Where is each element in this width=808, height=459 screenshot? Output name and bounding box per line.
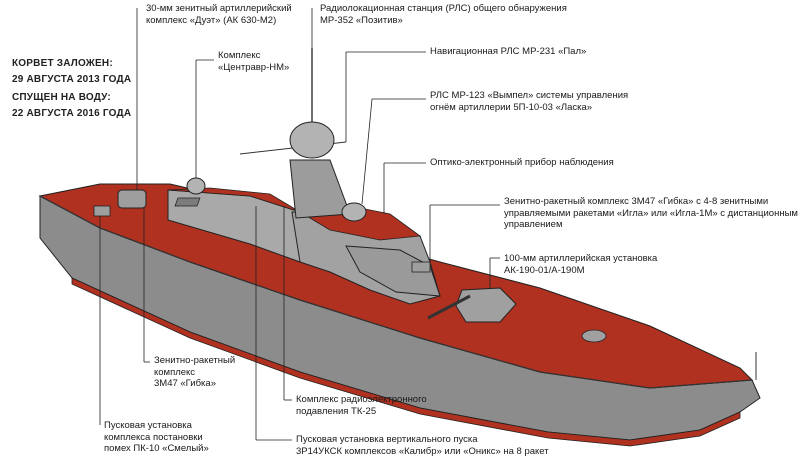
label-kalibr-line1: Пусковая установка вертикального пуска [296,434,478,445]
mast-base [289,159,351,219]
label-duet-line2: комплекс «Дуэт» (АК 630-М2) [146,14,277,26]
label-gibka-left-line1: Зенитно-ракетный [154,355,236,366]
label-gibka-right-line1: Зенитно-ракетный комплекс 3М47 «Гибка» с… [504,196,769,207]
label-pozitiv: Радиолокационная станция (РЛС) общего об… [320,3,567,26]
label-pozitiv-line2: МР-352 «Позитив» [320,14,403,26]
label-pal: Навигационная РЛС МР-231 «Пал» [430,46,586,58]
deck-edge [39,195,753,389]
bow-capstan [581,329,607,343]
label-centavr: Комплекс «Центравр-НМ» [218,50,289,73]
label-pozitiv-line1: Радиолокационная станция (РЛС) общего об… [320,3,567,14]
label-pk10-line1: Пусковая установка [104,420,192,431]
leader-lines [99,8,500,441]
label-gibka-left: Зенитно-ракетный комплекс 3М47 «Гибка» [154,355,235,390]
label-optic: Оптико-электронный прибор наблюдения [430,157,614,169]
label-gibka-right-line2: управляемыми ракетами «Игла» или «Игла-1… [504,207,798,219]
label-kalibr: Пусковая установка вертикального пуска 3… [296,434,549,457]
label-ak190-line2: АК-190-01/А-190М [504,264,585,276]
launched-heading: СПУЩЕН НА ВОДУ: [12,92,111,103]
label-tk25-line1: Комплекс радиоэлектронного [296,394,427,405]
label-pal-line1: Навигационная РЛС МР-231 «Пал» [430,46,587,57]
label-vympel-line2: огнём артиллерии 5П-10-03 «Ласка» [430,101,593,113]
centavr-mount [186,177,206,195]
label-centavr-line1: Комплекс [218,50,261,61]
label-pk10-line3: помех ПК-10 «Смелый» [104,443,209,454]
label-duet-line1: 30-мм зенитный артиллерийский [146,3,292,14]
label-duet: 30-мм зенитный артиллерийский комплекс «… [146,3,292,26]
ak190-turret [455,287,517,323]
label-gibka-left-line3: 3М47 «Гибка» [154,378,216,389]
label-gibka-left-line2: комплекс [154,366,196,378]
label-ak190: 100-мм артиллерийская установка АК-190-0… [504,253,657,276]
gibka-aft [93,205,111,217]
label-ak190-line1: 100-мм артиллерийская установка [504,253,658,264]
label-gibka-right: Зенитно-ракетный комплекс 3М47 «Гибка» с… [504,196,798,231]
duet-mount [117,189,147,209]
label-kalibr-line2: 3Р14УКСК комплексов «Калибр» или «Оникс»… [296,445,549,457]
laid-down-date: 29 АВГУСТА 2013 ГОДА [12,74,132,85]
label-tk25: Комплекс радиоэлектронного подавления ТК… [296,394,427,417]
launched-date: 22 АВГУСТА 2016 ГОДА [12,108,132,119]
ak190-barrel [427,294,471,320]
label-pk10: Пусковая установка комплекса постановки … [104,420,209,455]
gibka-fwd [411,261,431,273]
kalibr-vls [174,197,201,207]
label-centavr-line2: «Центравр-НМ» [218,61,290,73]
label-vympel-line1: РЛС МР-123 «Вымпел» системы управления [430,90,629,101]
bridge [345,245,441,297]
waterline-stripe [71,277,741,447]
laid-down-heading: КОРВЕТ ЗАЛОЖЕН: [12,58,113,69]
vympel-radome [341,202,367,222]
pozitiv-radome [289,121,335,159]
label-pk10-line2: комплекса постановки [104,431,203,443]
label-vympel: РЛС МР-123 «Вымпел» системы управления о… [430,90,628,113]
label-tk25-line2: подавления ТК-25 [296,405,377,417]
label-optic-line1: Оптико-электронный прибор наблюдения [430,157,614,168]
label-gibka-right-line3: управлением [504,219,563,230]
